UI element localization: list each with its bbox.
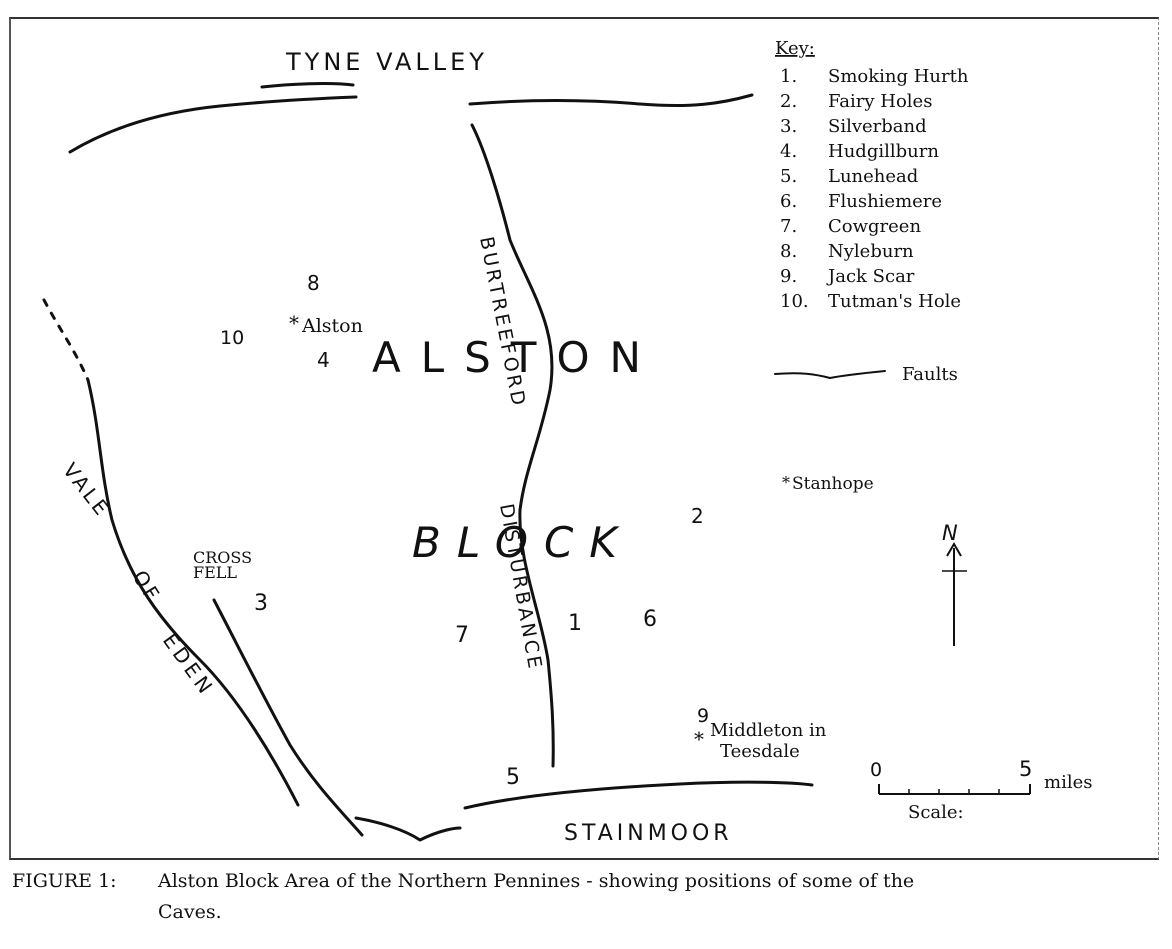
cave-marker-5: 5 — [506, 765, 520, 790]
region-eden: EDEN — [158, 629, 220, 701]
town-alston: Alston — [301, 315, 363, 337]
town-cross-fell-line1: CROSS — [193, 548, 252, 567]
region-alston: ALSTON — [372, 333, 661, 382]
key-item-number: 2. — [780, 91, 797, 112]
key-item-name: Flushiemere — [828, 191, 942, 212]
region-burtreeford: BURTREEFORD — [475, 235, 530, 410]
caption-text-1: Alston Block Area of the Northern Pennin… — [158, 870, 915, 892]
fault-eden-inner — [212, 598, 364, 837]
cave-marker-1: 1 — [568, 611, 582, 636]
scale-label: Scale: — [908, 802, 964, 823]
town-stanhope: Stanhope — [792, 474, 874, 494]
cave-marker-8: 8 — [307, 271, 320, 295]
cave-marker-9: 9 — [697, 705, 709, 727]
cave-marker-2: 2 — [691, 504, 704, 528]
fault-legend-line — [774, 370, 886, 379]
key-item-name: Silverband — [828, 116, 927, 137]
fault-eden-outer — [86, 378, 300, 807]
key-items: 1. Smoking Hurth 2. Fairy Holes 3. Silverband… — [780, 66, 969, 312]
key-item-number: 8. — [780, 241, 797, 262]
cave-marker-4: 4 — [317, 348, 330, 372]
key-item-name: Hudgillburn — [828, 141, 939, 162]
key-item-number: 10. — [780, 291, 809, 312]
town-marker-middleton: * — [694, 727, 704, 751]
fault-tyne-west — [68, 95, 358, 154]
key-item-number: 9. — [780, 266, 797, 287]
caption-line-2: Caves. — [158, 901, 222, 923]
key-item-name: Nyleburn — [828, 241, 914, 262]
key-item-name: Fairy Holes — [828, 91, 932, 112]
fault-eden-dashes — [42, 298, 90, 382]
fault-stainmoor-east — [463, 780, 814, 810]
figure-caption: FIGURE 1: Alston Block Area of the Northe… — [12, 866, 1162, 928]
cave-marker-6: 6 — [643, 607, 657, 632]
north-arrow: N — [942, 521, 967, 646]
town-middleton-line1: Middleton in — [710, 720, 827, 741]
key-item-number: 1. — [780, 66, 797, 87]
caption-line-1: FIGURE 1: Alston Block Area of the Northe… — [12, 866, 1162, 897]
map-frame — [9, 17, 1159, 860]
key-item-number: 6. — [780, 191, 797, 212]
town-marker-alston: * — [289, 311, 299, 335]
key-item-number: 4. — [780, 141, 797, 162]
map-canvas: TYNE VALLEY ALSTON BLOCK VALE OF EDEN BU… — [42, 38, 1092, 846]
scale-unit: miles — [1044, 772, 1092, 793]
town-cross-fell-line2: FELL — [193, 563, 237, 582]
region-tyne-valley: TYNE VALLEY — [285, 48, 488, 76]
region-stainmoor: STAINMOOR — [564, 821, 733, 846]
fault-tyne-east — [468, 93, 754, 108]
key-item-name: Cowgreen — [828, 216, 921, 237]
cave-marker-7: 7 — [455, 623, 469, 648]
town-middleton-line2: Teesdale — [720, 741, 800, 762]
scale-end: 5 — [1019, 757, 1032, 781]
key-item-number: 3. — [780, 116, 797, 137]
key-item-name: Lunehead — [828, 166, 918, 187]
key-item-name: Smoking Hurth — [828, 66, 969, 87]
key-faults-label: Faults — [902, 364, 958, 385]
key-item-name: Tutman's Hole — [828, 291, 961, 312]
cave-marker-3: 3 — [254, 591, 268, 616]
north-label: N — [942, 521, 958, 545]
key-title: Key: — [775, 38, 815, 59]
scale-bar: 0 5 miles Scale: — [870, 757, 1092, 823]
key-item-name: Jack Scar — [826, 266, 915, 287]
fault-stainmoor-west — [354, 816, 462, 842]
map-key: Key: 1. Smoking Hurth 2. Fairy Holes 3. Silve… — [775, 38, 969, 385]
region-block: BLOCK — [412, 518, 633, 567]
fault-burtreeford — [470, 123, 555, 768]
scale-start: 0 — [870, 759, 882, 781]
north-arrow-head — [946, 542, 962, 557]
key-item-number: 7. — [780, 216, 797, 237]
caption-figure-number: FIGURE 1: — [12, 870, 117, 892]
key-item-number: 5. — [780, 166, 797, 187]
cave-marker-10: 10 — [220, 327, 244, 349]
town-marker-stanhope: * — [782, 473, 790, 492]
fault-tyne-top — [260, 82, 355, 89]
